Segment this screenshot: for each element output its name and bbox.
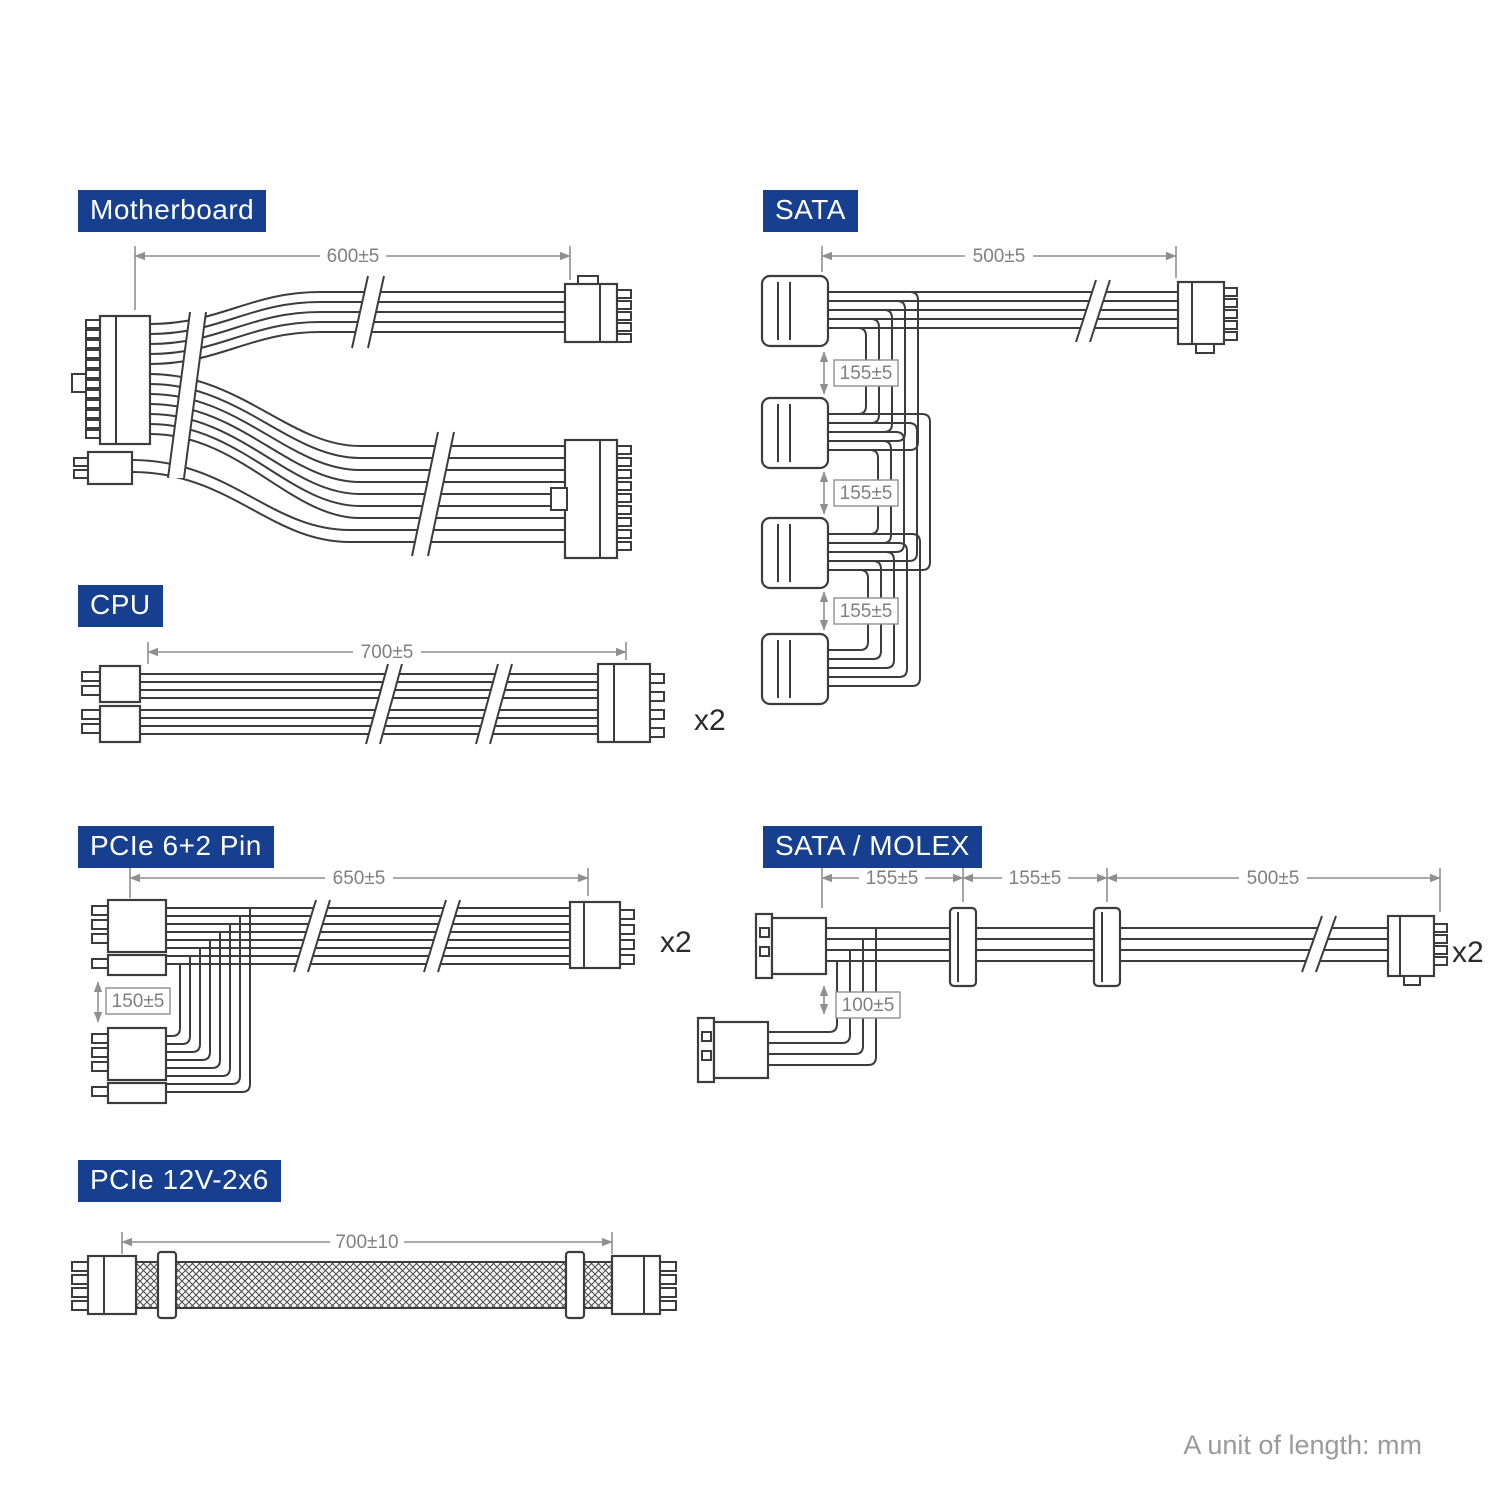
- inline-sata-connector-1: [948, 906, 978, 988]
- section-label-pcie-6plus2: PCIe 6+2 Pin: [78, 826, 274, 868]
- psu-side-10pin-connector: [563, 275, 632, 344]
- sata-drive-connector-2: [760, 396, 830, 470]
- cpu-plug-b: [81, 704, 142, 744]
- sense-4pin-connector: [73, 450, 134, 486]
- cpu-plug-a: [81, 664, 142, 704]
- molex-connector-top: [754, 912, 828, 980]
- sata-molex-quantity-multiplier: x2: [1452, 936, 1484, 969]
- atx-24pin-connector: [71, 314, 152, 446]
- cpu-cable-drawing: 700±5 x2: [81, 640, 726, 745]
- pcie-segment-value: 150±5: [112, 991, 165, 1012]
- pcie-quantity-multiplier: x2: [660, 926, 692, 959]
- sata-molex-length-value: 500±5: [1247, 868, 1300, 889]
- cable-break-marks: [365, 663, 513, 745]
- molex-connector-bottom: [696, 1016, 770, 1084]
- pcie-12v2x6-connector-right: [610, 1254, 677, 1316]
- cable-break-marks: [1075, 279, 1111, 343]
- sata-segment1-value: 155±5: [840, 363, 893, 384]
- sata-length-value: 500±5: [973, 246, 1026, 267]
- sata-drive-connector-1: [760, 274, 830, 348]
- section-label-pcie-12v2x6: PCIe 12V-2x6: [78, 1160, 281, 1202]
- section-label-sata: SATA: [763, 190, 858, 232]
- cpu-8pin-connector: [596, 662, 665, 744]
- sata-molex-cable-drawing: 155±5 155±5 500±5 100±5 x2: [696, 866, 1484, 1084]
- psu-side-5pin-connector: [1176, 280, 1238, 354]
- cable-break-marks: [167, 275, 455, 557]
- section-label-motherboard: Motherboard: [78, 190, 267, 232]
- motherboard-length-dimension: 600±5: [134, 244, 571, 310]
- sata-length-dimension: 500±5: [821, 244, 1177, 278]
- unit-of-length-note: A unit of length: mm: [1183, 1430, 1422, 1460]
- pcie-segment-dimension: 150±5: [93, 981, 171, 1023]
- psu-side-18pin-connector: [550, 438, 632, 560]
- motherboard-length-value: 600±5: [327, 246, 380, 267]
- sata-cable-drawing: 500±5 155±5 155±5 155±5: [760, 244, 1238, 706]
- pcie-12v2x6-connector-left: [71, 1254, 138, 1316]
- pcie-cable-drawing: 650±5 150±5 x2: [91, 866, 692, 1105]
- cpu-length-dimension: 700±5: [147, 640, 627, 664]
- sata-segment-dimension-2: 155±5: [819, 471, 899, 515]
- sata-segment2-value: 155±5: [840, 483, 893, 504]
- sata-molex-segment2-value: 155±5: [1009, 868, 1062, 889]
- section-label-sata-molex: SATA / MOLEX: [763, 826, 982, 868]
- sata-molex-segment-dimension-1: 155±5: [821, 866, 964, 908]
- cable-tie-left: [156, 1250, 178, 1320]
- sata-molex-length-dimension: 500±5: [1106, 866, 1441, 912]
- sata-molex-segment-dimension-2: 155±5: [962, 866, 1108, 902]
- sata-molex-branch-dimension: 100±5: [819, 985, 901, 1019]
- section-label-cpu: CPU: [78, 585, 163, 627]
- sata-molex-segment1-value: 155±5: [866, 868, 919, 889]
- inline-sata-connector-2: [1092, 906, 1122, 988]
- pcie-12v2x6-cable-drawing: 700±10: [71, 1230, 677, 1320]
- sata-segment3-value: 155±5: [840, 601, 893, 622]
- pcie-6plus2-connector-top: [91, 898, 168, 977]
- pcie-wire-bundle: [166, 907, 570, 1093]
- pcie-12v2x6-length-value: 700±10: [335, 1232, 398, 1253]
- motherboard-cable-drawing: 600±5: [71, 244, 632, 560]
- cable-break-marks: [1301, 915, 1337, 973]
- sata-molex-branch-value: 100±5: [842, 995, 895, 1016]
- pcie-12v2x6-length-dimension: 700±10: [121, 1230, 613, 1254]
- sata-drive-connector-4: [760, 632, 830, 706]
- pcie-psu-side-connector: [568, 900, 635, 970]
- cpu-length-value: 700±5: [361, 642, 414, 663]
- pcie-6plus2-connector-bottom: [91, 1026, 168, 1105]
- braided-cable-sleeve: [135, 1261, 613, 1309]
- sata-segment-dimension-1: 155±5: [819, 351, 899, 395]
- pcie-length-dimension: 650±5: [129, 866, 589, 898]
- cpu-wire-bundle: [140, 673, 598, 735]
- sata-drive-connector-3: [760, 516, 830, 590]
- pcie-length-value: 650±5: [333, 868, 386, 889]
- sata-segment-dimension-3: 155±5: [819, 591, 899, 631]
- psu-side-4pin-connector: [1386, 914, 1448, 986]
- cable-tie-right: [564, 1250, 586, 1320]
- cable-break-marks: [293, 899, 461, 973]
- cpu-quantity-multiplier: x2: [694, 704, 726, 737]
